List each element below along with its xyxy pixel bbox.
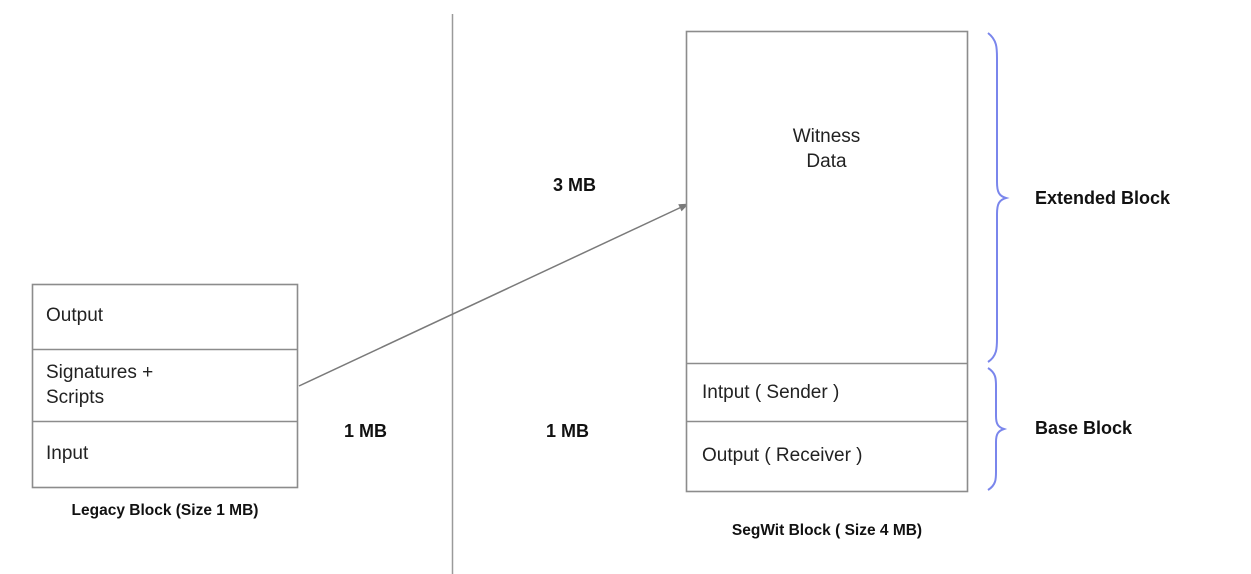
legacy-block-border [31, 283, 299, 489]
segwit-block-border [685, 30, 969, 493]
base-block-brace [987, 367, 1008, 491]
extended-block-label: Extended Block [1035, 188, 1171, 208]
legacy-size-label: 1 MB [344, 421, 388, 441]
legacy-row-label-signatures-scripts: Signatures + Scripts [46, 362, 154, 408]
segwit-block-shape [685, 30, 969, 493]
segwit-row-label-witness-data: Witness Data [792, 126, 861, 172]
segwit-row-label-output-receiver: Output ( Receiver ) [702, 445, 863, 466]
segwit-row-label-input-sender: Intput ( Sender ) [702, 382, 840, 403]
base-block-label: Base Block [1035, 418, 1133, 438]
segwit-block-caption: SegWit Block ( Size 4 MB) [731, 522, 923, 539]
arrow-size-label: 3 MB [553, 175, 597, 195]
segwit-base-size-label: 1 MB [546, 421, 590, 441]
legacy-row-label-input: Input [46, 443, 89, 464]
legacy-block-shape [31, 283, 299, 489]
extended-block-brace [987, 32, 1010, 363]
legacy-block-caption: Legacy Block (Size 1 MB) [71, 502, 259, 519]
legacy-row-label-output: Output [46, 305, 104, 326]
migration-arrow [298, 203, 689, 387]
